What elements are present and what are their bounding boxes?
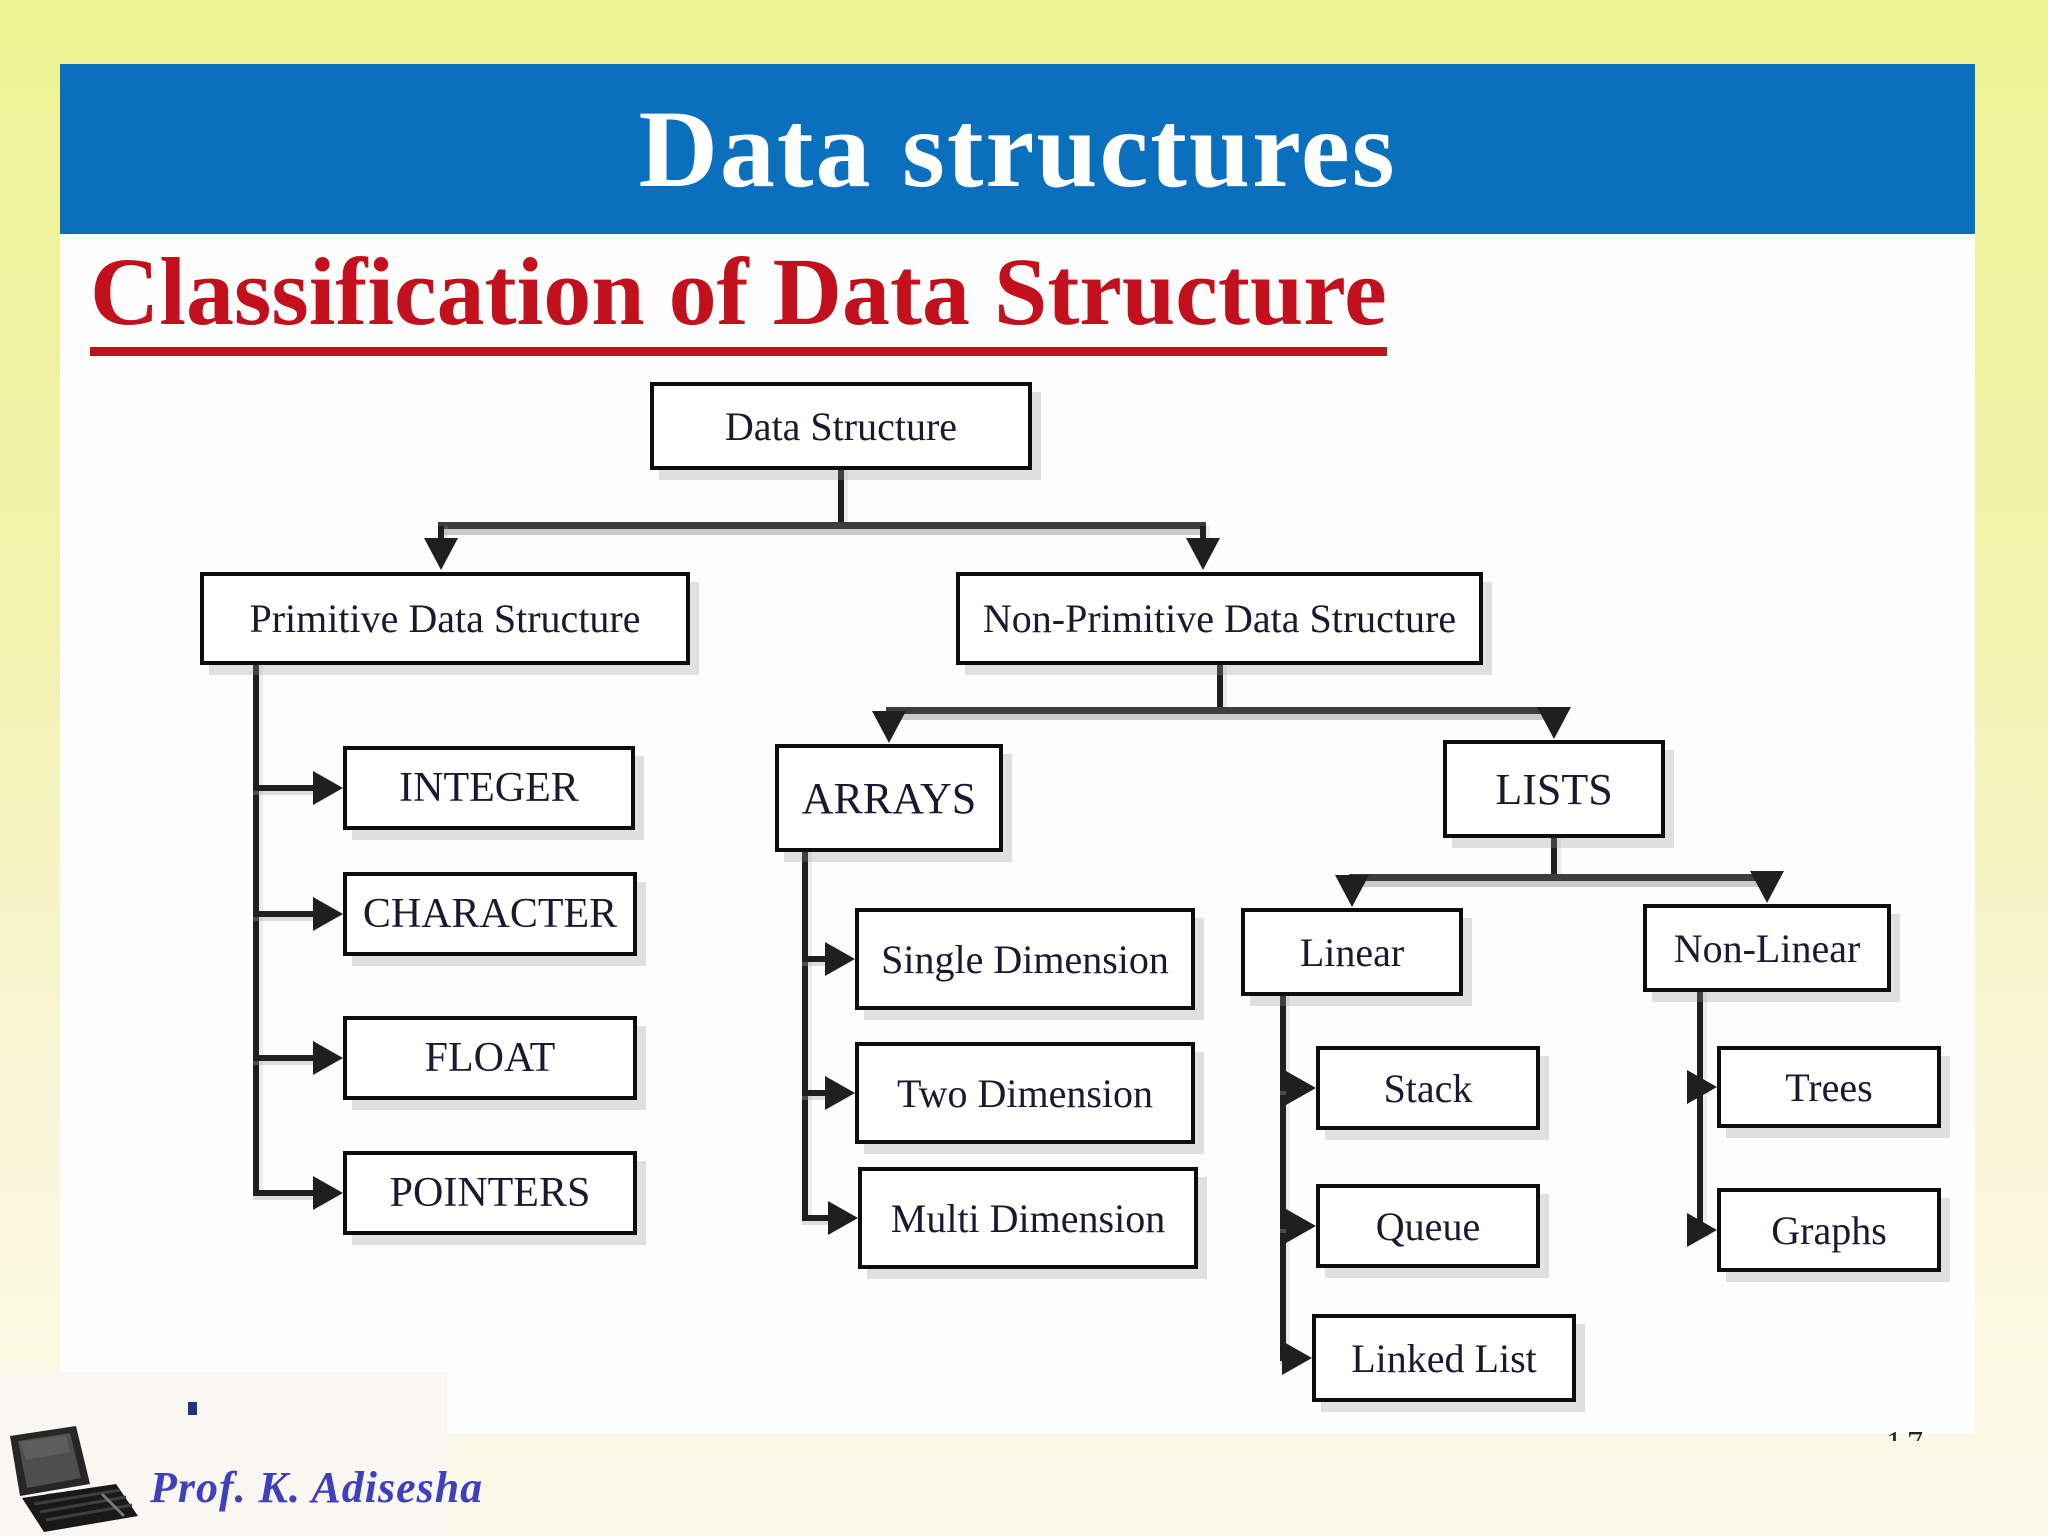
author-name: Prof. K. Adisesha (150, 1463, 484, 1512)
page-number: 17 (1886, 1424, 1928, 1441)
page-number-clip: 17 (1886, 1424, 1966, 1441)
laptop-image (10, 1426, 138, 1532)
content-panel: Classification of Data Structure (60, 234, 1975, 1434)
section-heading: Classification of Data Structure (90, 241, 1387, 356)
slide-title: Data structures (638, 87, 1397, 210)
title-bar: Data structures (60, 64, 1975, 234)
footer-mark (188, 1402, 197, 1415)
